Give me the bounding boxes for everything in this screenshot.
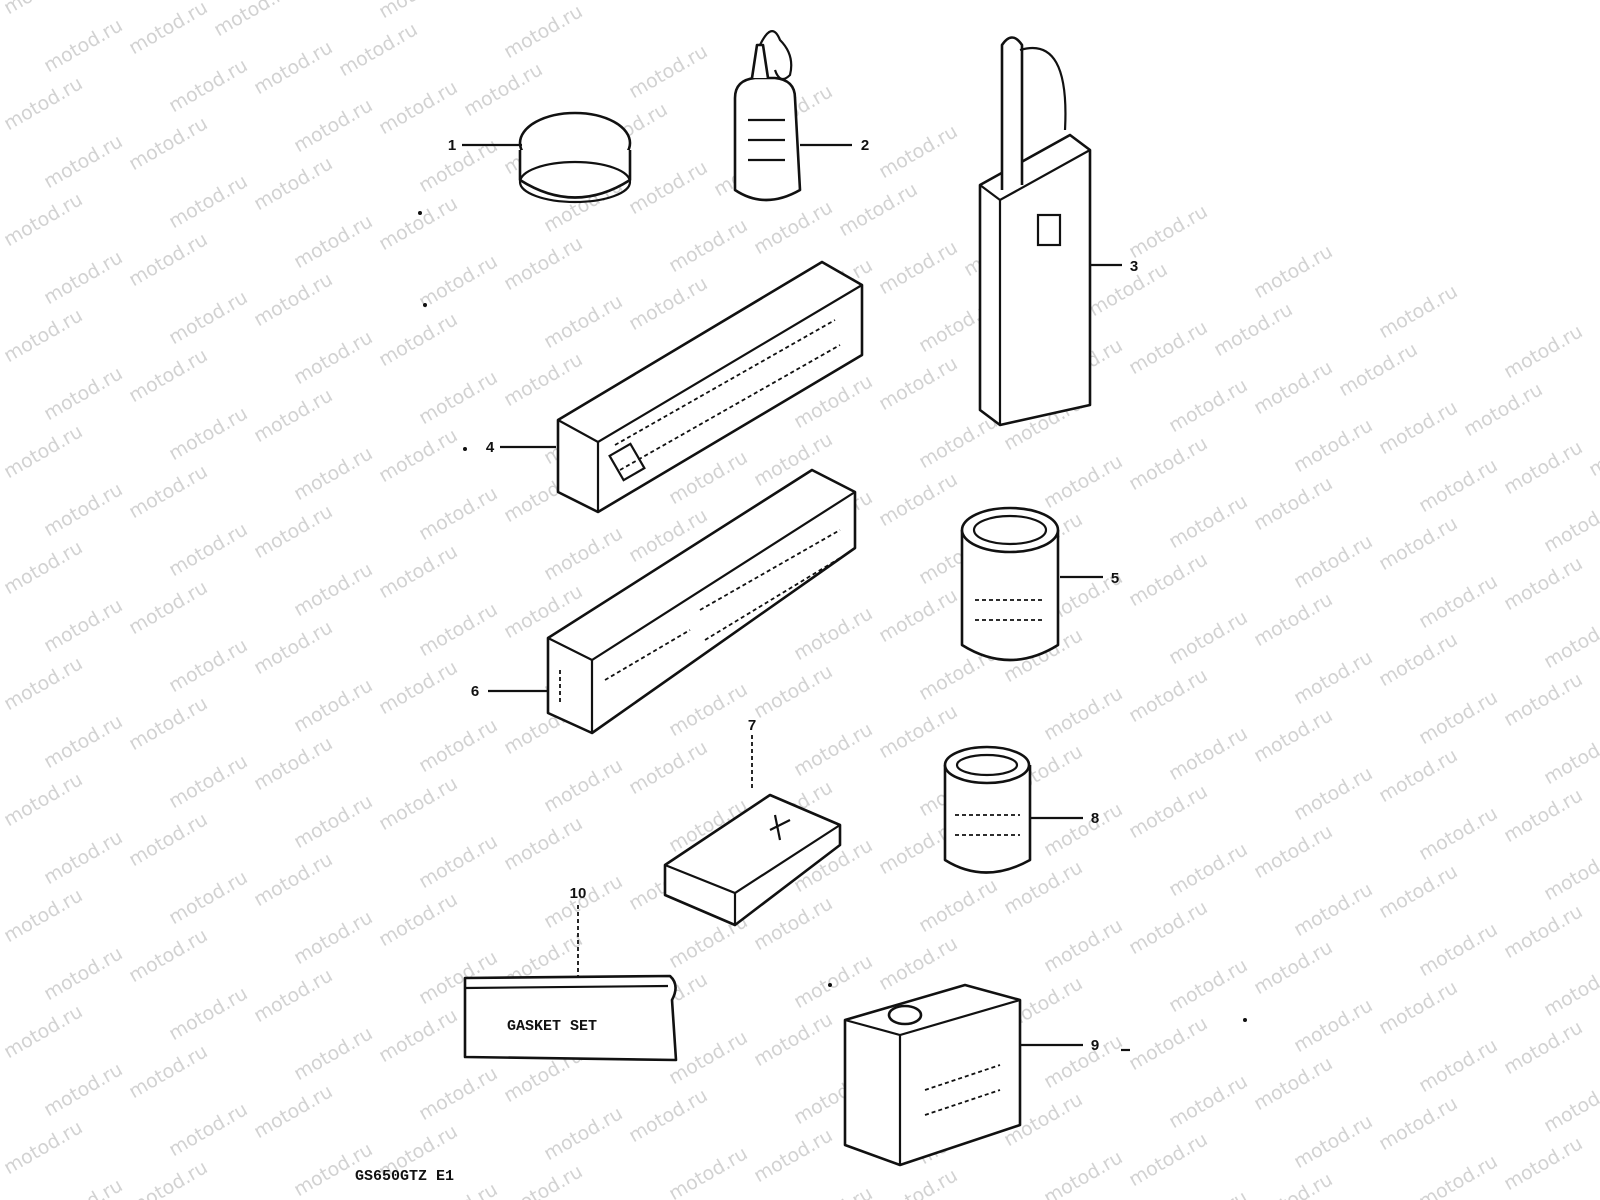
leader-lines [462,143,1122,1047]
paint-can-icon [960,506,1060,662]
gasket-set-envelope-icon [463,974,678,1062]
callout-3: 3 [1130,258,1138,275]
callout-6: 6 [471,683,479,700]
callout-8: 8 [1091,810,1099,827]
callout-7: 7 [748,717,756,734]
oil-bottle-icon [733,30,802,202]
oil-tin-icon [843,983,1022,1167]
spout-can-icon [978,36,1092,427]
scan-specks [418,211,1247,1052]
callout-2: 2 [861,137,869,154]
small-can-icon [943,745,1032,874]
callout-1: 1 [448,137,456,154]
gasket-set-label: GASKET SET [507,1018,597,1035]
callout-10: 10 [570,885,587,902]
bond-box-icon [556,260,864,514]
diagram-code: GS650GTZ E1 [355,1168,454,1185]
callout-5: 5 [1111,570,1119,587]
callout-9: 9 [1091,1037,1099,1054]
round-tin-icon [518,111,632,204]
small-pack-icon [663,793,842,927]
callout-4: 4 [486,439,495,456]
seal-kit-box-icon [546,468,857,735]
